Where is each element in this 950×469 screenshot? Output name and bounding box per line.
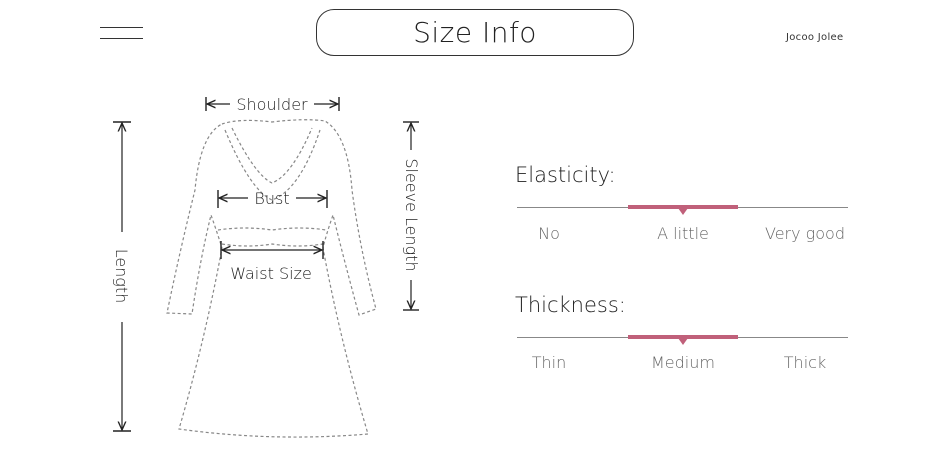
menu-icon[interactable]	[100, 27, 143, 39]
waist-label: Waist Size	[230, 264, 312, 283]
brand-label: Jocoo Jolee	[786, 32, 844, 43]
sleeve-length-label: Sleeve Length	[402, 158, 421, 271]
elasticity-pointer-icon	[678, 208, 688, 215]
thickness-selected-bar	[628, 335, 738, 339]
thickness-option-medium: Medium	[651, 353, 715, 372]
elasticity-option-no: No	[538, 224, 560, 243]
elasticity-selected-bar	[628, 205, 738, 209]
bust-label: Bust	[254, 189, 289, 208]
elasticity-option-a-little: A little	[657, 224, 709, 243]
dress-outline	[166, 119, 377, 438]
thickness-option-thin: Thin	[531, 353, 567, 372]
elasticity-option-very-good: Very good	[764, 224, 845, 243]
thickness-title: Thickness:	[515, 293, 626, 317]
thickness-pointer-icon	[678, 338, 688, 345]
page-title: Size Info	[316, 9, 634, 56]
thickness-option-thick: Thick	[783, 353, 827, 372]
shoulder-label: Shoulder	[236, 95, 308, 114]
elasticity-title: Elasticity:	[515, 163, 616, 187]
length-label: Length	[112, 249, 131, 304]
